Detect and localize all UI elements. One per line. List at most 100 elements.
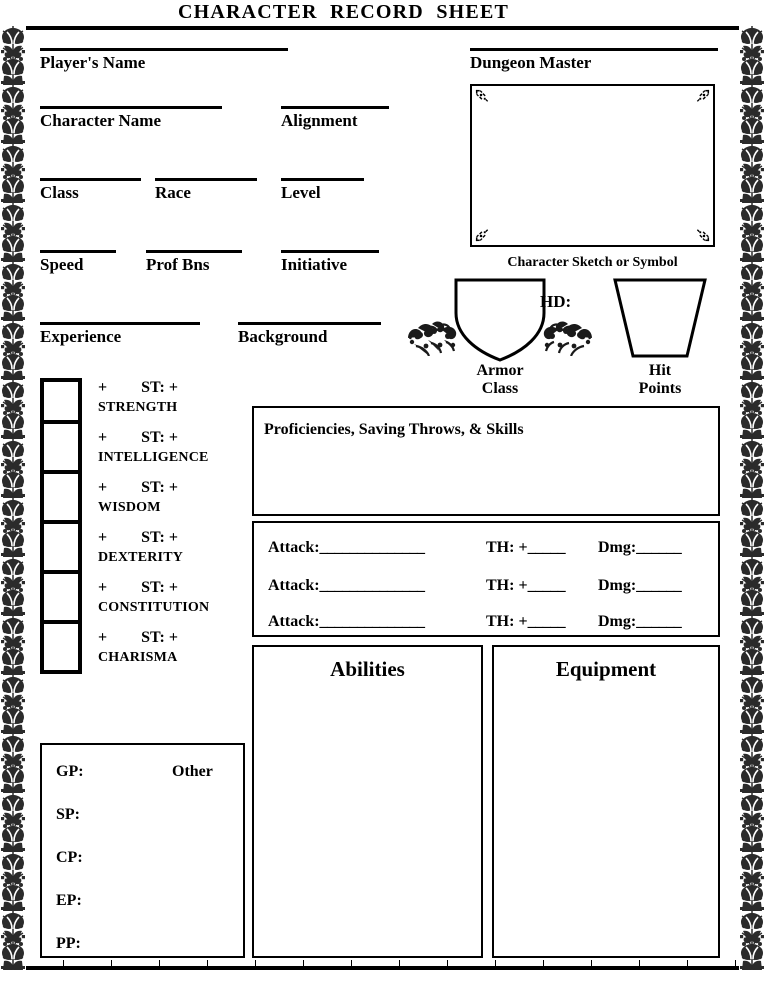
field-race[interactable]: Race [155,178,257,204]
field-character-name[interactable]: Character Name [40,106,222,132]
money-label-ep[interactable]: EP: [56,892,82,909]
field-level[interactable]: Level [281,178,364,204]
attack-blank[interactable]: ______________ [319,577,426,594]
ability-row: + ST: + WISDOM [40,470,240,528]
ornament-tile [739,498,765,557]
ornament-tile [0,262,26,321]
ruler-tick [207,960,208,968]
hit-dice-label[interactable]: HD: [540,292,572,311]
field-players-name[interactable]: Player's Name [40,48,288,74]
attack-to-hit-blank[interactable]: _____ [527,613,566,630]
attack-blank[interactable]: ______________ [319,613,426,630]
ability-label-wisdom: WISDOM [98,500,161,515]
ornament-tile [0,203,26,262]
hit-points-shape-icon[interactable] [612,277,708,362]
ruler-tick [447,960,448,968]
corner-knotwork-icon [696,229,710,242]
money-label-gp[interactable]: GP: [56,763,84,780]
money-panel[interactable]: Other GP:SP:CP:EP:PP: [40,743,245,958]
prof-bns-label: Prof Bns [146,255,210,274]
equipment-panel[interactable]: Equipment [492,645,720,958]
ability-modifier-constitution[interactable]: + [98,579,108,596]
ability-save-wisdom[interactable]: ST: + [141,479,178,496]
ability-modifier-dexterity[interactable]: + [98,529,108,546]
ability-modifier-wisdom[interactable]: + [98,479,108,496]
character-name-label: Character Name [40,111,162,130]
ornament-tile [0,852,26,911]
attack-damage-blank[interactable]: ______ [636,613,682,630]
ability-save-intelligence[interactable]: ST: + [141,429,178,446]
ruler-tick [687,960,688,968]
ability-modifier-intelligence[interactable]: + [98,429,108,446]
ability-score-box-intelligence[interactable] [40,420,82,474]
ornament-tile [0,616,26,675]
ornament-tile [0,321,26,380]
ability-score-box-charisma[interactable] [40,620,82,674]
experience-label: Experience [40,327,122,346]
ability-modifier-strength[interactable]: + [98,379,108,396]
field-experience[interactable]: Experience [40,322,200,348]
abilities-panel[interactable]: Abilities [252,645,483,958]
money-label-pp[interactable]: PP: [56,935,81,952]
players-name-label: Player's Name [40,53,146,72]
corner-knotwork-icon [475,89,489,102]
money-label-sp[interactable]: SP: [56,806,80,823]
field-speed[interactable]: Speed [40,250,116,276]
attack-row: Attack:______________ TH: +_____ Dmg:___… [268,539,708,557]
ability-mods-charisma: + ST: + [98,629,178,647]
ability-score-box-strength[interactable] [40,378,82,428]
initiative-rule [281,250,379,253]
attack-to-hit: TH: +_____ [486,613,566,630]
ornament-tile [739,262,765,321]
ability-label-strength: STRENGTH [98,400,178,415]
ornament-tile [739,380,765,439]
ability-modifier-charisma[interactable]: + [98,629,108,646]
ruler-tick [735,960,736,968]
field-prof-bns[interactable]: Prof Bns [146,250,242,276]
alignment-label: Alignment [281,111,358,130]
attack-damage-blank[interactable]: ______ [636,577,682,594]
ornament-tile [739,321,765,380]
character-sketch-box[interactable] [470,84,715,247]
alignment-rule [281,106,389,109]
ability-row: + ST: + STRENGTH [40,378,240,428]
hit-points-caption-line1: Hit [648,362,672,379]
experience-rule [40,322,200,325]
ability-save-charisma[interactable]: ST: + [141,629,178,646]
field-initiative[interactable]: Initiative [281,250,379,276]
field-alignment[interactable]: Alignment [281,106,389,132]
ornament-tile [739,557,765,616]
ruler-tick [495,960,496,968]
race-label: Race [155,183,191,202]
money-label-cp[interactable]: CP: [56,849,83,866]
attack-to-hit-blank[interactable]: _____ [527,577,566,594]
field-background[interactable]: Background [238,322,381,348]
proficiencies-panel[interactable]: Proficiencies, Saving Throws, & Skills [252,406,720,516]
ornament-tile [0,439,26,498]
ability-score-box-dexterity[interactable] [40,520,82,574]
players-name-rule [40,48,288,51]
field-dungeon-master[interactable]: Dungeon Master [470,48,718,74]
ability-score-box-wisdom[interactable] [40,470,82,524]
class-label: Class [40,183,79,202]
hit-points-caption: Hit Points [600,362,720,399]
ability-save-strength[interactable]: ST: + [141,379,178,396]
attack-damage-blank[interactable]: ______ [636,539,682,556]
attack-to-hit-blank[interactable]: _____ [527,539,566,556]
ability-score-box-constitution[interactable] [40,570,82,624]
ornament-tile [0,380,26,439]
bottom-ruler-ticks [25,959,741,968]
attacks-panel[interactable]: Attack:______________ TH: +_____ Dmg:___… [252,521,720,637]
ability-row: +ST: + CHARISMA [40,620,240,678]
ornament-tile [739,616,765,675]
armor-class-shield-icon[interactable] [452,277,548,362]
ability-save-dexterity[interactable]: ST: + [141,529,178,546]
corner-knotwork-icon [696,89,710,102]
ability-row: +ST: + CONSTITUTION [40,570,240,628]
ornament-tile [0,911,26,970]
field-class[interactable]: Class [40,178,141,204]
ability-save-constitution[interactable]: ST: + [141,579,178,596]
ornament-tile [739,911,765,970]
ornament-tile [0,26,26,85]
attack-blank[interactable]: ______________ [319,539,426,556]
